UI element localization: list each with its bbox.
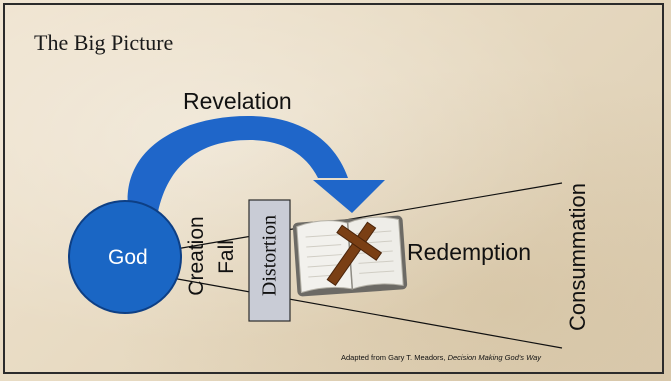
god-circle — [68, 200, 182, 314]
distortion-label: Distortion — [258, 214, 281, 297]
revelation-arrow — [127, 116, 348, 212]
consummation-label: Consummation — [565, 183, 590, 331]
redemption-label: Redemption — [407, 239, 532, 265]
attribution-note: Adapted from Gary T. Meadors, Decision M… — [341, 353, 541, 362]
revelation-arrowhead — [313, 180, 385, 213]
line-upper — [169, 182, 563, 251]
revelation-label: Revelation — [183, 88, 292, 114]
fall-label: Fall — [215, 240, 238, 274]
line-lower — [171, 277, 563, 349]
slide-title: The Big Picture — [34, 30, 174, 55]
god-label: God — [108, 246, 148, 269]
cross-icon — [326, 221, 383, 287]
creation-label: Creation — [185, 216, 208, 296]
attribution-prefix: Adapted from Gary T. Meadors, — [341, 353, 448, 362]
attribution-book: Decision Making God's Way — [447, 353, 541, 362]
distortion-box — [248, 199, 291, 322]
